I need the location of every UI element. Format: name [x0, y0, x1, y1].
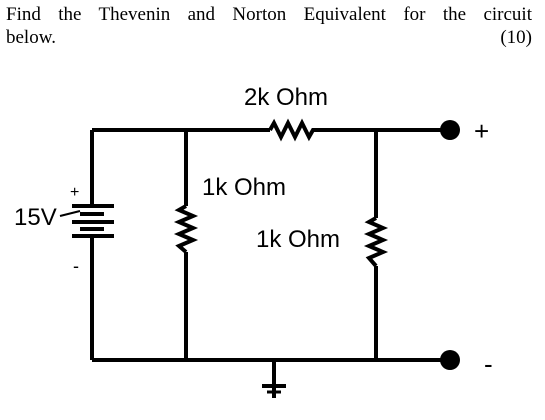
terminal-bottom-icon — [440, 350, 460, 370]
battery-icon — [59, 204, 114, 238]
question-line-1: Find the Thevenin and Norton Equivalent … — [6, 4, 532, 25]
resistor-middle-icon — [173, 204, 199, 254]
question-line-2: below. — [6, 27, 56, 48]
terminal-top-icon — [440, 120, 460, 140]
question-text: Find the Thevenin and Norton Equivalent … — [6, 3, 532, 49]
terminal-top-sign: + — [474, 116, 489, 146]
points-value: (10) — [500, 27, 532, 48]
resistor-2k-icon — [268, 118, 317, 142]
source-label: 15V — [14, 204, 57, 231]
resistor-2k-label: 2k Ohm — [244, 84, 328, 111]
source-minus-sign: - — [73, 256, 79, 276]
ground-icon — [262, 360, 286, 398]
source-plus-sign: + — [70, 184, 79, 201]
resistor-right-label: 1k Ohm — [256, 226, 340, 253]
resistor-middle-label: 1k Ohm — [202, 174, 286, 201]
terminal-bottom-sign: - — [484, 349, 493, 379]
resistor-right-icon — [363, 216, 389, 268]
